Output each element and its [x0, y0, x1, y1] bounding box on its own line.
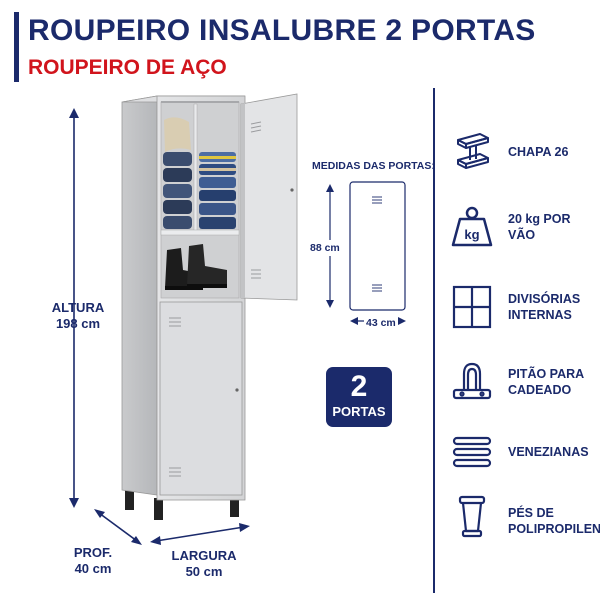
page-title: ROUPEIRO INSALUBRE 2 PORTAS	[28, 14, 536, 47]
door-louvers	[250, 121, 262, 279]
louvers-icon	[452, 436, 492, 468]
door-handle	[290, 188, 294, 192]
doors-count-badge: 2 PORTAS	[326, 367, 392, 427]
door-measures-title: MEDIDAS DAS PORTAS:	[312, 160, 435, 172]
page-subtitle: ROUPEIRO DE AÇO	[28, 56, 227, 79]
lower-door-handle	[235, 388, 239, 392]
door-width-value: 43 cm	[364, 315, 398, 331]
height-label: ALTURA 198 cm	[51, 300, 105, 331]
feature-polypropylene-feet: PÉS DEPOLIPROPILENO	[450, 495, 600, 547]
weight-kg-text: kg	[464, 227, 479, 242]
steel-beam-icon	[457, 133, 489, 169]
width-arrow	[150, 523, 250, 545]
doors-count-text: PORTAS	[332, 404, 386, 419]
door-height-value: 88 cm	[310, 240, 340, 256]
work-boots	[165, 244, 227, 290]
door-diagram	[326, 181, 406, 325]
locker-side-panel	[121, 95, 158, 496]
feature-weight: kg 20 kg POR VÃO	[450, 205, 600, 257]
feature-text: 20 kg POR VÃO	[508, 212, 571, 242]
polypropylene-foot-icon	[458, 495, 486, 538]
internal-divider	[193, 103, 198, 233]
lower-door	[159, 301, 243, 496]
weight-kg-icon: kg	[451, 206, 493, 247]
folded-jeans	[163, 117, 192, 229]
doors-count-number: 2	[350, 370, 368, 403]
locker-leg	[230, 495, 239, 517]
internal-shelf	[160, 229, 240, 236]
vertical-divider	[433, 88, 435, 593]
feature-text: PÉS DEPOLIPROPILENO	[508, 506, 600, 536]
internal-divisions-icon	[452, 285, 492, 329]
feature-sheet-gauge: CHAPA 26	[450, 130, 600, 182]
folded-shirts	[199, 152, 236, 229]
locker-leg	[154, 498, 163, 520]
depth-arrow	[94, 509, 142, 545]
locker-leg	[125, 490, 134, 510]
width-label: LARGURA 50 cm	[171, 548, 237, 579]
height-arrow	[69, 108, 79, 508]
depth-label: PROF. 40 cm	[73, 545, 113, 576]
upper-door-open	[240, 93, 298, 301]
feature-text: CHAPA 26	[508, 145, 569, 159]
feature-text: VENEZIANAS	[508, 445, 589, 459]
padlock-hasp-icon	[452, 362, 492, 400]
locker-illustration	[121, 93, 298, 520]
door-outline	[349, 181, 406, 311]
title-accent-bar	[14, 12, 19, 82]
feature-louvers: VENEZIANAS	[450, 430, 600, 482]
lower-door-louvers	[169, 317, 181, 477]
